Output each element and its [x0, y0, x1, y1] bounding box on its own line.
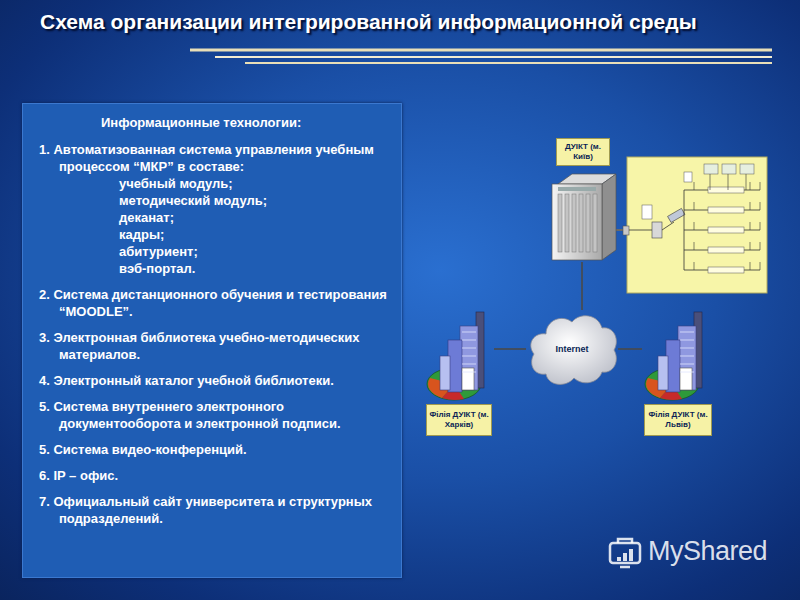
window-row	[680, 332, 694, 333]
internet-cloud-node: Internet	[526, 310, 618, 388]
list-item: 4. Электронный каталог учебной библиотек…	[31, 372, 393, 389]
line-shape	[694, 242, 695, 250]
window-row	[462, 356, 476, 357]
list-item: 5. Система внутреннего электронного доку…	[31, 398, 393, 432]
panel-heading: Информационные технологии:	[31, 114, 393, 131]
list-item: 6. IP – офис.	[31, 467, 393, 484]
window-row	[680, 356, 694, 357]
network-link	[618, 348, 642, 350]
line-shape	[760, 202, 761, 210]
lan-drawing	[615, 157, 767, 293]
lan-panel	[610, 150, 775, 300]
rect-shape	[708, 247, 744, 253]
line-shape	[760, 182, 761, 190]
server-slot	[565, 194, 569, 252]
lan-segments	[684, 174, 760, 273]
rect-shape	[708, 187, 744, 193]
list-item: 2. Система дистанционного обучения и тес…	[31, 286, 393, 320]
server-side	[602, 174, 616, 260]
cloud-label: Internet	[526, 310, 618, 388]
tower	[440, 356, 450, 390]
rect-shape	[617, 557, 621, 561]
server-front	[552, 184, 602, 260]
rect-shape	[708, 227, 744, 233]
location-label: ДУІКТ (м. Київ)	[556, 138, 610, 166]
low-block	[680, 368, 692, 390]
rect-shape	[623, 553, 627, 561]
window-row	[680, 348, 694, 349]
line-shape	[750, 222, 751, 230]
line-shape	[760, 262, 761, 270]
window-row	[462, 348, 476, 349]
tower	[460, 326, 478, 390]
server-node: ДУІКТ (м. Київ)	[546, 138, 620, 262]
list-item: 5. Система видео-конференций.	[31, 441, 393, 458]
server-slot	[572, 194, 576, 252]
line-shape	[750, 262, 751, 270]
window-row	[680, 372, 694, 373]
rect-shape	[610, 543, 640, 563]
rect-shape	[629, 549, 633, 561]
watermark-icon	[608, 537, 644, 571]
line-shape	[694, 202, 695, 210]
network-link	[581, 262, 583, 310]
list-item: вэб-портал.	[31, 260, 393, 277]
list-item: абитуриент;	[31, 243, 393, 260]
list-item: деканат;	[31, 209, 393, 226]
info-panel: Информационные технологии: 1. Автоматизов…	[22, 103, 402, 578]
line-shape	[710, 174, 711, 190]
line-shape	[694, 182, 695, 190]
branch-node: Філія ДУІКТ (м. Львів)	[642, 306, 714, 442]
window-row	[462, 372, 476, 373]
path-shape	[618, 539, 632, 567]
tower	[678, 326, 696, 390]
window-row	[462, 364, 476, 365]
list-item: методический модуль;	[31, 192, 393, 209]
list-item: кадры;	[31, 226, 393, 243]
tower	[658, 356, 668, 390]
line-shape	[728, 174, 729, 190]
low-block	[462, 368, 474, 390]
branch-building-icon	[642, 306, 712, 402]
window-row	[462, 332, 476, 333]
slide-title: Схема организации интегрированной информ…	[40, 9, 780, 35]
server-slot	[593, 194, 597, 252]
line-shape	[750, 182, 751, 190]
line-shape	[750, 202, 751, 210]
window-row	[462, 340, 476, 341]
server-panel	[558, 187, 596, 191]
line-shape	[760, 242, 761, 250]
window-row	[680, 340, 694, 341]
list-item: 3. Электронная библиотека учебно-методич…	[31, 329, 393, 363]
server-slot	[579, 194, 583, 252]
watermark: MyShared	[648, 536, 767, 567]
server-slot	[558, 194, 562, 252]
branch-building-icon	[424, 306, 494, 402]
network-link	[494, 348, 526, 350]
rect-shape	[708, 267, 744, 273]
line-shape	[694, 222, 695, 230]
location-label: Філія ДУІКТ (м. Львів)	[644, 404, 712, 436]
rect-shape	[708, 207, 744, 213]
line-shape	[694, 262, 695, 270]
list-item: учебный модуль;	[31, 175, 393, 192]
server-icon	[546, 172, 620, 262]
line-shape	[750, 242, 751, 250]
window-row	[680, 364, 694, 365]
location-label: Філія ДУІКТ (м. Харків)	[426, 404, 492, 436]
rule-lines	[190, 50, 772, 63]
server-slot	[586, 194, 590, 252]
branch-node: Філія ДУІКТ (м. Харків)	[424, 306, 494, 442]
line-shape	[746, 174, 747, 190]
list-item: 1. Автоматизованная система управления у…	[31, 141, 393, 175]
list-item: 7. Официальный сайт университета и струк…	[31, 493, 393, 527]
line-shape	[760, 222, 761, 230]
